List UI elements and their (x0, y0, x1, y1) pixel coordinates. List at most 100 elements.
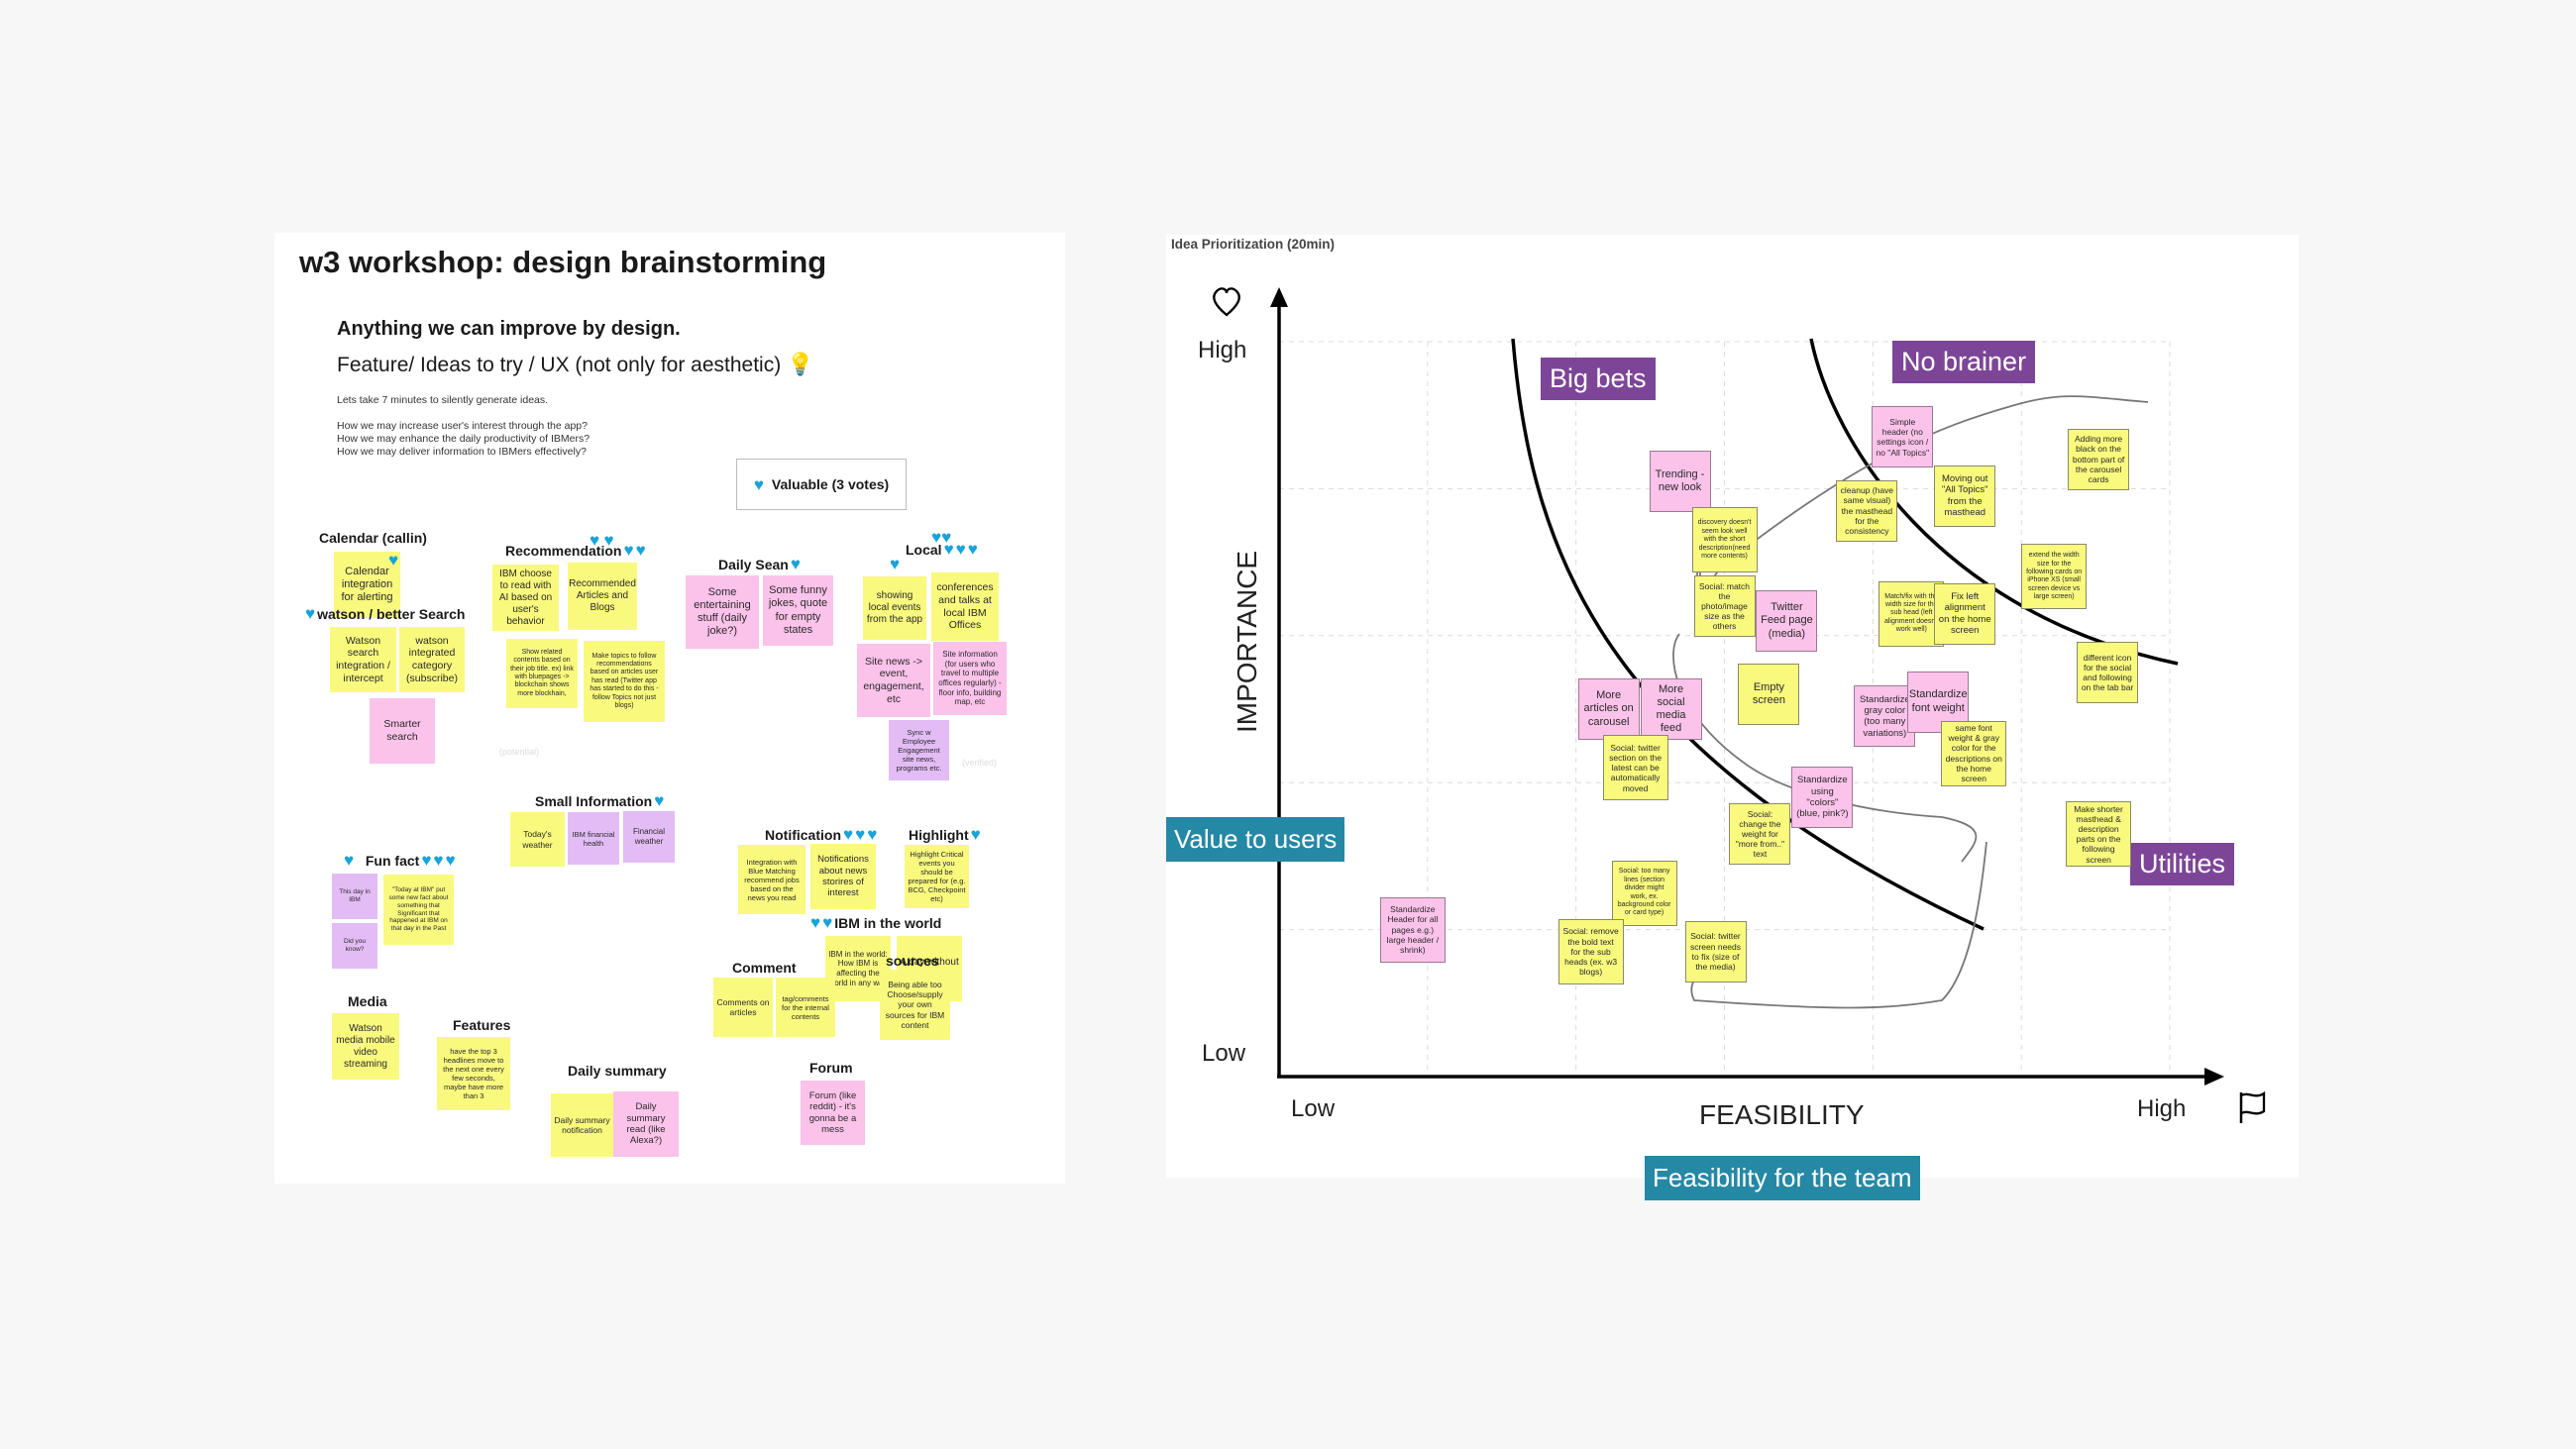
chart-sticky-note[interactable]: cleanup (have same visual) the masthead … (1836, 479, 1898, 542)
chart-sticky-note[interactable]: Simple header (no settings icon / no "Al… (1872, 406, 1934, 468)
sticky-note[interactable]: Recommended Articles and Blogs (568, 563, 637, 630)
sticky-note[interactable]: Watson search integration / intercept (330, 627, 396, 692)
group-title: Notification (765, 826, 841, 843)
group-label-features: Features (453, 1017, 511, 1033)
sticky-note[interactable]: "Today at IBM" put some new fact about s… (383, 875, 454, 945)
sticky-note[interactable]: Smarter search (370, 698, 435, 764)
sticky-note[interactable]: watson integrated category (subscribe) (399, 627, 465, 692)
group-label-calendar: Calendar (callin) (319, 530, 427, 546)
sticky-note[interactable]: Some entertaining stuff (daily joke?) (686, 575, 759, 649)
board-title: w3 workshop: design brainstorming (299, 245, 827, 279)
prioritization-board: Idea Prioritization (20min) (1166, 235, 2299, 1178)
sticky-note[interactable]: IBM choose to read with AI based on user… (492, 565, 559, 631)
chart-sticky-note[interactable]: different icon for the social and follow… (2077, 641, 2139, 703)
question-3: How we may deliver information to IBMers… (337, 446, 587, 458)
heart-icon: ♥ (344, 851, 355, 870)
heart-icon: ♥ (970, 825, 981, 844)
sticky-note[interactable]: IBM in the world: How IBM is affecting t… (825, 936, 891, 1001)
sticky-note[interactable]: Today's weather (510, 812, 565, 867)
sticky-note[interactable]: Notifications about news storires of int… (810, 844, 876, 909)
group-label-local: Local♥♥♥ (906, 541, 978, 558)
group-label-forum: Forum (809, 1060, 853, 1076)
sticky-note[interactable]: Show related contents based on their job… (506, 639, 578, 708)
sticky-note[interactable]: showing local events from the app (863, 576, 926, 640)
group-label-watson: ♥watson / better Search (305, 605, 465, 622)
legend-label: Valuable (3 votes) (771, 476, 890, 492)
group-label-ibm-world: ♥♥IBM in the world (810, 914, 941, 931)
chart-sticky-note[interactable]: Social: change the weight for "more from… (1729, 803, 1791, 866)
sticky-note[interactable]: Financial weather (623, 811, 675, 863)
sticky-note[interactable]: Did you know? (332, 923, 377, 969)
sticky-note[interactable]: Calendar integration for alerting (334, 552, 400, 618)
heart-icon: ♥ (388, 551, 399, 569)
group-title: Small Information (535, 792, 653, 809)
chart-sticky-note[interactable]: Social: twitter screen needs to fix (siz… (1684, 920, 1747, 983)
sticky-note[interactable]: Comments on articles (713, 978, 773, 1037)
board-subheading: Feature/ Ideas to try / UX (not only for… (337, 354, 782, 376)
chart-sticky-note[interactable]: Make shorter masthead & description part… (2066, 801, 2132, 868)
chart-sticky-note[interactable]: Moving out "All Topics" from the masthea… (1934, 465, 1996, 527)
chart-sticky-note[interactable]: Social: match the photo/image size as th… (1693, 575, 1756, 638)
chart-sticky-note[interactable]: Social: too many lines (section divider … (1611, 860, 1677, 926)
chart-sticky-note[interactable]: Social: twitter section on the latest ca… (1602, 735, 1668, 801)
sticky-note[interactable]: Highlight Critical events you should be … (905, 845, 969, 908)
group-label-media: Media (348, 993, 387, 1009)
y-axis-label: IMPORTANCE (1232, 550, 1262, 733)
heart-icon: ♥ (305, 604, 316, 623)
heart-icon: ♥ (822, 913, 833, 932)
sticky-note[interactable]: Daily summary notification (551, 1093, 613, 1157)
chart-sticky-note[interactable]: More social media feed (1640, 678, 1702, 740)
chart-sticky-note[interactable]: Trending - new look (1649, 450, 1711, 512)
sticky-note[interactable]: Integration with Blue Matching recommend… (738, 845, 805, 914)
quadrant-no-brainer: No brainer (1892, 341, 2036, 383)
heart-icon: ♥ (843, 825, 854, 844)
chart-sticky-note[interactable]: Fix left alignment on the home screen (1934, 582, 1996, 645)
sticky-note[interactable]: Watson media mobile video streaming (332, 1013, 399, 1080)
chart-sticky-note[interactable]: Twitter Feed page (media) (1756, 589, 1818, 652)
sticky-note[interactable]: Make topics to follow recommendations ba… (584, 641, 665, 722)
heart-icon: ♥ (931, 528, 942, 547)
group-label-small-info: Small Information♥ (535, 792, 664, 809)
sticky-note[interactable]: tag/comments for the internal contents (776, 978, 835, 1037)
chart-sticky-note[interactable]: discovery doesn't seem look well with th… (1691, 507, 1758, 573)
sticky-note[interactable]: Site information (for users who travel t… (933, 642, 1007, 715)
sticky-note[interactable]: IBM financial health (568, 812, 619, 865)
heart-icon: ♥ (623, 541, 634, 560)
y-tick-low: Low (1202, 1040, 1246, 1067)
chart-sticky-note[interactable]: Social: remove the bold text for the sub… (1557, 918, 1624, 984)
sticky-note[interactable]: Some funny jokes, quote for empty states (763, 575, 833, 646)
quadrant-utilities: Utilities (2130, 843, 2235, 885)
x-axis-label: FEASIBILITY (1699, 1099, 1865, 1130)
sticky-note[interactable]: conferences and talks at local IBM Offic… (931, 572, 999, 641)
chart-title: Idea Prioritization (20min) (1171, 237, 1336, 252)
chart-sticky-note[interactable]: More articles on carousel (1577, 678, 1640, 740)
chart-sticky-note[interactable]: Adding more black on the bottom part of … (2068, 428, 2130, 490)
heart-icon: ♥ (433, 851, 444, 870)
sticky-note[interactable]: Being able too Choose/supply your own so… (880, 970, 950, 1040)
chart-sticky-note[interactable]: Standardize using "colors" (blue, pink?) (1791, 767, 1854, 829)
chart-sticky-note[interactable]: Match/fix with the width size for the su… (1878, 580, 1945, 647)
x-axis-arrow (2204, 1068, 2224, 1086)
heart-outline-icon (1213, 287, 1240, 317)
group-title: Fun fact (365, 852, 420, 869)
chart-sticky-note[interactable]: Standardize gray color (too many variati… (1854, 685, 1916, 748)
flag-icon (2239, 1090, 2266, 1123)
chart-sticky-note[interactable]: extend the width size for the following … (2021, 544, 2088, 610)
chart-sticky-note[interactable]: Empty screen (1738, 664, 1800, 726)
sticky-note[interactable]: Site news -> event, engagement, etc (857, 644, 930, 717)
group-title: Local (906, 541, 942, 558)
group-label-notification: Notification♥♥♥ (765, 826, 877, 843)
sticky-note[interactable]: Daily summary read (like Alexa?) (613, 1091, 679, 1157)
faint-label-potential: (potential) (499, 747, 540, 757)
sticky-note[interactable]: This day in IBM (332, 874, 377, 919)
heart-icon: ♥ (941, 528, 952, 547)
group-label-sources: sources (886, 953, 939, 969)
sticky-note[interactable]: Forum (like reddit) - it's gonna be a me… (801, 1081, 865, 1145)
sticky-note[interactable]: have the top 3 headlines move to the nex… (437, 1037, 510, 1110)
chart-sticky-note[interactable]: same font weight & gray color for the de… (1941, 720, 2007, 786)
question-1: How we may increase user's interest thro… (337, 420, 588, 432)
sticky-note[interactable]: Sync w Employee Engagement site news, pr… (889, 720, 949, 780)
legend-valuable: ♥ Valuable (3 votes) (736, 459, 907, 510)
chart-sticky-note[interactable]: Standardize Header for all pages e.g.) l… (1379, 896, 1446, 963)
heart-icon: ♥ (867, 825, 878, 844)
